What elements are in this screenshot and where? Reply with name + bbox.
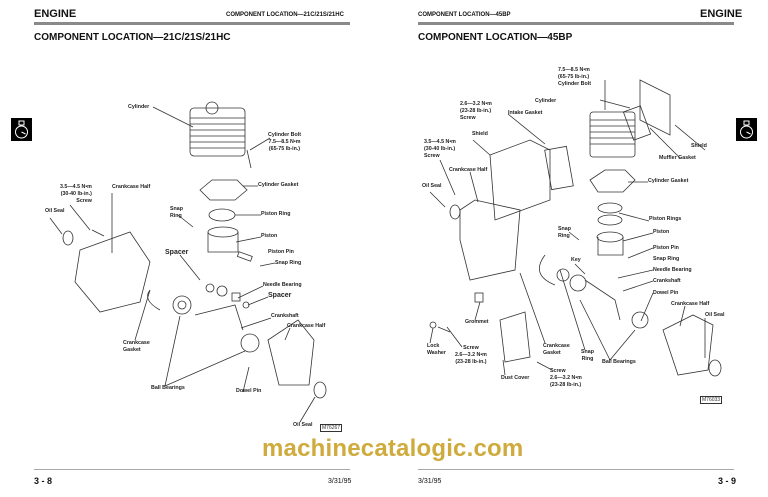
right-header-topic: COMPONENT LOCATION—45BP (418, 12, 511, 18)
left-page-number: 3 - 8 (34, 476, 53, 486)
figure-id: M76267 (320, 424, 343, 432)
right-shield-drawing (639, 79, 671, 136)
label-cylinder-bolt: Cylinder Bolt 7.5—8.5 N•m (65-75 lb-in.) (268, 132, 301, 152)
label-intake-gasket: Intake Gasket (508, 110, 543, 116)
left-page-title: COMPONENT LOCATION—21C/21S/21HC (34, 32, 231, 43)
label-snap-ring: Snap Ring (653, 256, 680, 262)
engine-section-icon (736, 118, 757, 141)
label-spacer: Spacer (268, 292, 292, 299)
label-oil-seal: Oil Seal (422, 183, 442, 189)
label-cylinder-bolt: 7.5—8.5 N•m (65-75 lb-in.) Cylinder Bolt (558, 67, 591, 87)
label-crankcase-gasket: Crankcase Gasket (543, 343, 570, 356)
right-header-section: ENGINE (700, 8, 743, 20)
left-crankcase-half-drawing (74, 231, 151, 313)
label-crankcase-half: Crankcase Half (671, 301, 710, 307)
left-header-section: ENGINE (34, 8, 77, 20)
label-crankcase-half: Crankcase Half (449, 167, 488, 173)
left-cylinder-gasket (199, 179, 248, 201)
label-needle-bearing: Needle Bearing (263, 282, 302, 288)
engine-section-icon (11, 118, 32, 141)
label-snap-ring: Snap Ring (581, 349, 594, 362)
label-crankcase-half: Crankcase Half (112, 184, 151, 190)
label-piston: Piston (261, 233, 278, 239)
left-crankcase-half-2-drawing (267, 319, 315, 386)
label-dowel-pin: Dowel Pin (653, 290, 679, 296)
label-oil-seal: Oil Seal (45, 208, 65, 214)
left-footer-rule (34, 469, 350, 470)
label-crankshaft: Crankshaft (653, 278, 681, 284)
right-crankcase-half-2-drawing (662, 314, 714, 376)
label-muffler-gasket: Muffler Gasket (659, 155, 696, 161)
right-shield-left (489, 139, 551, 221)
label-shield: Shield (691, 143, 707, 149)
right-cylinder-drawing (589, 111, 636, 158)
label-snap-ring: Snap Ring (170, 206, 183, 219)
label-piston-pin: Piston Pin (653, 245, 679, 251)
label-screw: 2.6—3.2 N•m (23-28 lb-in.) Screw (460, 101, 492, 121)
label-ball-bearings: Ball Bearings (151, 385, 185, 391)
label-piston-ring: Piston Ring (261, 211, 291, 217)
label-dust-cover: Dust Cover (501, 375, 530, 381)
label-snap-ring: Snap Ring (558, 226, 571, 239)
label-key: Key (571, 257, 581, 263)
label-oil-seal: Oil Seal (293, 422, 313, 428)
label-crankcase-half: Crankcase Half (287, 323, 326, 329)
label-grommet: Grommet (465, 319, 489, 325)
left-page-date: 3/31/95 (328, 478, 352, 485)
label-dowel-pin: Dowel Pin (236, 388, 262, 394)
figure-id: M76033 (700, 396, 723, 404)
left-header-rule (34, 22, 350, 25)
right-footer-rule (418, 469, 734, 470)
label-cylinder-gasket: Cylinder Gasket (258, 182, 299, 188)
label-crankcase-gasket: Crankcase Gasket (123, 340, 150, 353)
label-oil-seal: Oil Seal (705, 312, 725, 318)
label-spacer: Spacer (165, 249, 189, 256)
left-cylinder-drawing (189, 101, 246, 157)
label-lock-washer: Lock Washer (427, 343, 446, 356)
right-page-date: 3/31/95 (418, 478, 442, 485)
label-piston: Piston (653, 229, 670, 235)
label-screw: Screw 2.6—3.2 N•m (23-28 lb-in.) (455, 345, 487, 365)
right-crankcase-half-drawing (459, 199, 521, 281)
right-page-number: 3 - 9 (718, 476, 737, 486)
label-cylinder: Cylinder (128, 104, 150, 110)
label-cylinder: Cylinder (535, 98, 557, 104)
left-header-topic: COMPONENT LOCATION—21C/21S/21HC (226, 12, 344, 18)
right-header-rule (418, 22, 734, 25)
label-piston-rings: Piston Rings (649, 216, 682, 222)
label-screw: Screw 2.6—3.2 N•m (23-28 lb-in.) (550, 368, 582, 388)
dust-cover-drawing (499, 311, 531, 363)
label-screw: 3.5—4.5 N•m (30-40 lb-in.) Screw (424, 139, 456, 159)
label-cylinder-gasket: Cylinder Gasket (648, 178, 689, 184)
watermark: machinecatalogic.com (262, 435, 524, 462)
right-page-title: COMPONENT LOCATION—45BP (418, 32, 573, 43)
label-piston-pin: Piston Pin (268, 249, 294, 255)
label-needle-bearing: Needle Bearing (653, 267, 692, 273)
label-crankshaft: Crankshaft (271, 313, 299, 319)
label-ball-bearings: Ball Bearings (602, 359, 636, 365)
label-shield: Shield (472, 131, 488, 137)
label-snap-ring: Snap Ring (275, 260, 302, 266)
label-screw: 3.5—4.5 N•m (30-40 lb-in.) Screw (60, 184, 92, 204)
